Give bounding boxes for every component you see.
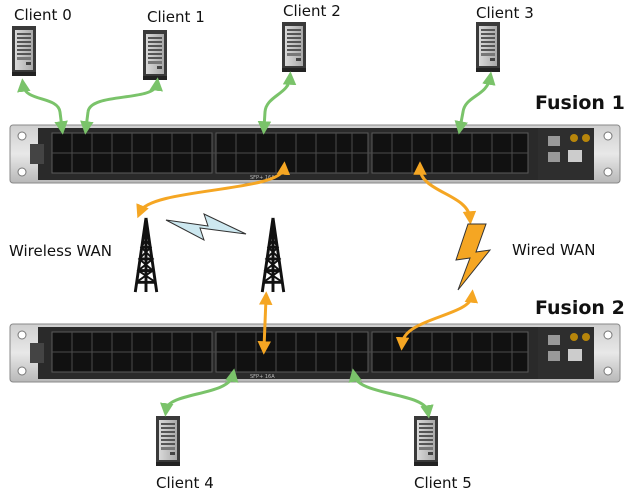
fusion-1-label: Fusion 1 [535, 92, 625, 114]
client-3-server-icon [476, 22, 500, 72]
client-5-server-icon [414, 416, 438, 466]
link-client-2 [257, 71, 297, 135]
link-fusion-2-wired [395, 289, 479, 351]
fusion-2-panel-text: SFP+ 16A [250, 374, 275, 380]
client-3-label: Client 3 [476, 4, 534, 22]
link-client-5 [348, 368, 434, 419]
client-1-server-icon [143, 30, 167, 80]
wireless-tower-right-icon [260, 216, 286, 294]
link-fusion-1-wireless [136, 161, 291, 219]
wireless-wan-label: Wireless WAN [9, 242, 113, 260]
wireless-tower-left-icon [133, 216, 159, 294]
wan-links [136, 161, 479, 355]
link-fusion-1-wired [413, 161, 477, 225]
wired-wan-label: Wired WAN [512, 241, 596, 259]
client-0-server-icon [12, 26, 36, 76]
link-fusion-2-wireless [257, 291, 273, 355]
fusion-2-label: Fusion 2 [535, 297, 625, 319]
client-4-label: Client 4 [156, 474, 214, 492]
wireless-lightning-bolt-icon [165, 213, 247, 242]
client-4-server-icon [156, 416, 180, 466]
client-1-label: Client 1 [147, 8, 205, 26]
client-2-server-icon [282, 22, 306, 72]
client-links [17, 71, 496, 419]
client-5-label: Client 5 [414, 474, 472, 492]
wired-lightning-bolt-icon [455, 223, 492, 291]
link-client-4 [160, 368, 239, 417]
link-client-0 [17, 78, 68, 135]
client-2-label: Client 2 [283, 2, 341, 20]
link-client-1 [80, 77, 163, 135]
link-client-3 [454, 71, 496, 135]
fusion-2-switch: SFP+ 16A [9, 323, 621, 383]
fusion-1-switch: SFP+ 16A [9, 124, 621, 184]
client-0-label: Client 0 [14, 6, 72, 24]
